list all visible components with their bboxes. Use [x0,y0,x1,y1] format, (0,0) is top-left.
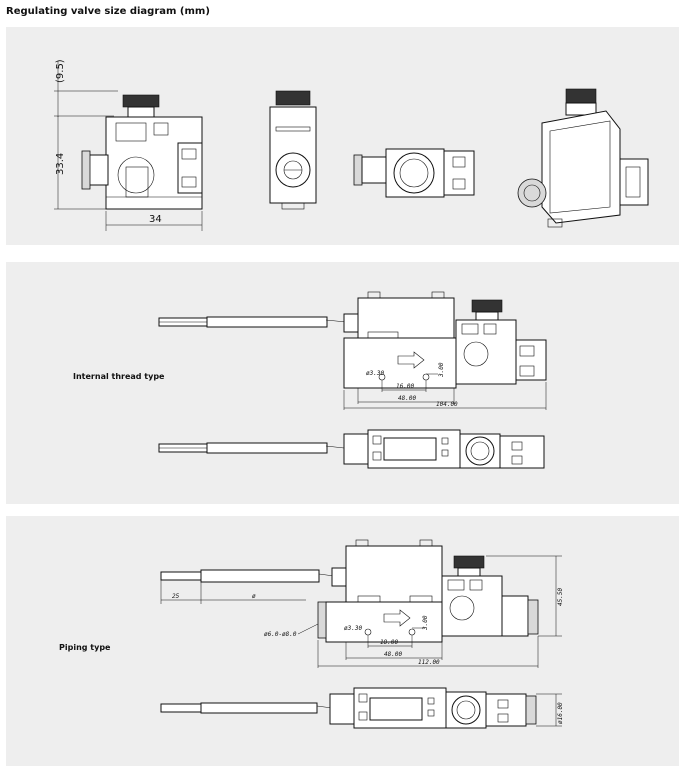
dim-cable-end-label: 25 [172,593,180,600]
piping-top-view [160,687,562,729]
dim-body-label: 48.00 [398,395,416,402]
dim-pitch-label: 18.00 [380,639,398,646]
regulating-valve-views-panel: (9.5) 33.4 34 [6,27,679,245]
dim-height-label: 45.50 [557,588,564,606]
dim-total-label: 104.00 [436,401,458,408]
dim-offset-label: 3.00 [438,362,445,378]
dim-pitch-label: 16.00 [396,383,414,390]
dim-body-label: 48.00 [384,651,402,658]
dim-hole-label: ø3.30 [366,370,384,377]
piping-type-drawing: 25 ø ø6.0-ø8.0 ø3.30 18.00 [160,539,564,729]
piping-valve-body [317,539,539,643]
dim-offset-label: 3.00 [422,615,429,631]
internal-thread-top-view [158,429,545,469]
piping-type-label: Piping type [59,643,111,652]
internal-thread-cable [158,313,359,333]
internal-thread-valve-body [343,291,547,389]
dim-cable-dia-label: ø [252,593,256,600]
page-title: Regulating valve size diagram (mm) [6,6,210,17]
dim-port-label: ø6.0-ø8.0 [264,631,297,638]
dim-height-label: 33.4 [55,153,66,175]
dim-total-label: 112.00 [418,659,440,666]
dim-width-label: 34 [149,214,162,225]
valve-front-view [81,94,203,210]
valve-isometric-view [517,88,649,228]
valve-top-view [353,148,475,198]
internal-thread-type-panel: Internal thread type [6,262,679,504]
internal-thread-type-drawing: ø3.30 16.00 3.00 48.00 104.00 [158,291,547,469]
dim-hole-label: ø3.30 [344,625,362,632]
valve-side-view [269,90,317,210]
dim-depth-label: ø16.00 [557,702,564,724]
dim-top-label: (9.5) [55,59,66,83]
regulating-valve-views-drawing: (9.5) 33.4 34 [54,59,649,231]
piping-type-panel: Piping type 25 ø [6,516,679,766]
internal-thread-type-label: Internal thread type [73,372,165,381]
piping-cable [160,567,347,604]
